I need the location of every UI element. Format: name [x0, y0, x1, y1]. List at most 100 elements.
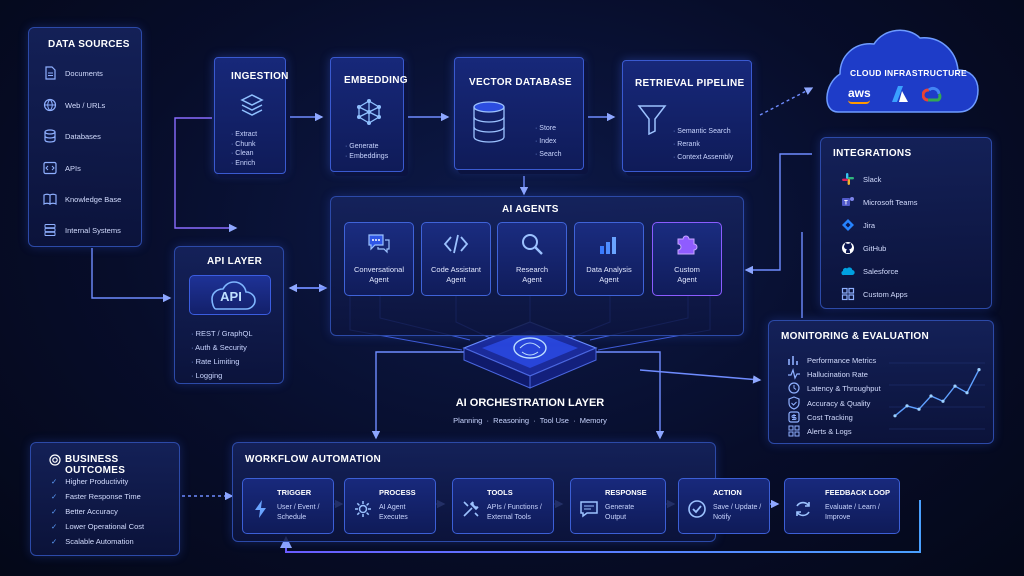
metric-cost: Cost Tracking [787, 410, 853, 424]
trend-point [977, 368, 981, 372]
monitoring-panel: MONITORING & EVALUATION Performance Metr… [768, 320, 994, 444]
workflow-step-desc: Save / Update /Notify [713, 504, 762, 521]
data-source-label: Internal Systems [65, 225, 121, 235]
trend-point [893, 414, 897, 418]
integration-custom-apps[interactable]: Custom Apps [841, 287, 908, 301]
workflow-step-feedback-loop[interactable]: FEEDBACK LOOP Evaluate / Learn /Improve [784, 478, 900, 534]
trend-point [917, 407, 921, 411]
data-source-web[interactable]: Web / URLs [43, 98, 105, 112]
integrations-panel: INTEGRATIONS Slack T Microsoft Teams Jir… [820, 137, 992, 309]
trend-point [965, 391, 969, 395]
business-outcomes-title: BUSINESS OUTCOMES [65, 454, 126, 476]
data-source-label: Web / URLs [65, 100, 106, 110]
workflow-step-title: TOOLS [487, 488, 513, 497]
integration-label: Salesforce [863, 266, 899, 276]
vector-database-steps: Store Index Search [535, 122, 561, 161]
api-badge-label: API [220, 289, 242, 304]
ingestion-title: INGESTION [231, 71, 289, 82]
integration-label: Jira [863, 220, 876, 230]
pulse-icon [787, 367, 801, 381]
integration-label: GitHub [863, 243, 887, 253]
check-icon: ✓ [51, 477, 58, 486]
book-icon [43, 192, 57, 206]
embedding-block[interactable]: EMBEDDING Generate Embeddings [330, 57, 408, 172]
funnel-icon [637, 105, 667, 135]
retrieval-pipeline-block[interactable]: RETRIEVAL PIPELINE Semantic Search Reran… [622, 60, 752, 172]
workflow-step-title: RESPONSE [605, 488, 647, 497]
api-badge[interactable]: API [189, 275, 271, 315]
embedding-steps: Generate Embeddings [345, 142, 388, 161]
data-source-apis[interactable]: APIs [43, 161, 81, 175]
ingestion-steps: Extract Chunk Clean Enrich [231, 130, 257, 168]
outcome-item: ✓Scalable Automation [51, 537, 134, 546]
business-outcomes-panel: BUSINESS OUTCOMES ✓Higher Productivity ✓… [30, 442, 180, 556]
api-layer-title: API LAYER [207, 256, 263, 267]
integration-label: Microsoft Teams [863, 197, 918, 207]
cloud-icon [826, 29, 979, 113]
embedding-title: EMBEDDING [344, 75, 408, 86]
cloud-title: CLOUD INFRASTRUCTURE [850, 68, 967, 78]
workflow-step-trigger[interactable]: TRIGGER User / Event /Schedule [242, 478, 334, 534]
trend-point [905, 404, 909, 408]
workflow-step-tools[interactable]: TOOLS APIs / Functions /External Tools [452, 478, 554, 534]
magnifier-icon [522, 234, 543, 255]
apps-grid-icon [841, 287, 855, 301]
workflow-step-title: TRIGGER [277, 488, 312, 497]
integration-github[interactable]: GitHub [841, 241, 886, 255]
api-layer-features: REST / GraphQL Auth & Security Rate Limi… [191, 327, 252, 383]
integration-jira[interactable]: Jira [841, 218, 875, 232]
metrics-icon [787, 353, 801, 367]
server-icon [43, 223, 57, 237]
teams-icon: T [841, 195, 855, 209]
monitoring-title: MONITORING & EVALUATION [781, 331, 930, 342]
integration-teams[interactable]: T Microsoft Teams [841, 195, 917, 209]
jira-icon [841, 218, 855, 232]
aws-logo: aws [848, 86, 871, 100]
chat-bubbles-icon [368, 234, 390, 254]
workflow-step-action[interactable]: ACTION Save / Update /Notify [678, 478, 770, 534]
data-source-documents[interactable]: Documents [43, 66, 103, 80]
retrieval-steps: Semantic Search Rerank Context Assembly [673, 125, 733, 164]
trend-sparkline [889, 362, 985, 430]
dollar-icon [787, 410, 801, 424]
svg-text:T: T [844, 201, 848, 207]
puzzle-piece-icon [677, 235, 698, 255]
integration-label: Slack [863, 174, 882, 184]
check-icon: ✓ [51, 492, 58, 501]
workflow-step-title: PROCESS [379, 488, 416, 497]
data-source-databases[interactable]: Databases [43, 129, 101, 143]
ingestion-block[interactable]: INGESTION Extract Chunk Clean Enrich [214, 57, 289, 174]
data-source-label: APIs [65, 163, 81, 173]
outcome-item: ✓Better Accuracy [51, 507, 118, 516]
slack-icon [841, 172, 855, 186]
shield-check-icon [787, 396, 801, 410]
tools-icon [463, 501, 479, 517]
refresh-cycle-icon [796, 501, 810, 517]
trend-point [941, 399, 945, 403]
integration-salesforce[interactable]: Salesforce [841, 264, 898, 278]
data-source-internal-systems[interactable]: Internal Systems [43, 223, 121, 237]
data-source-label: Knowledge Base [65, 194, 122, 204]
metric-accuracy: Accuracy & Quality [787, 396, 870, 410]
vector-database-block[interactable]: VECTOR DATABASE Store Index Search [454, 57, 584, 170]
lightning-icon [255, 500, 266, 518]
check-circle-icon [688, 500, 706, 518]
cloud-infrastructure[interactable]: CLOUD INFRASTRUCTURE aws [818, 26, 980, 116]
api-cloud-icon [211, 281, 256, 310]
metric-hallucination: Hallucination Rate [787, 367, 868, 381]
outcome-item: ✓Lower Operational Cost [51, 522, 145, 531]
data-source-knowledge-base[interactable]: Knowledge Base [43, 192, 121, 206]
integration-slack[interactable]: Slack [841, 172, 881, 186]
ai-agents-title: AI AGENTS [502, 204, 559, 215]
